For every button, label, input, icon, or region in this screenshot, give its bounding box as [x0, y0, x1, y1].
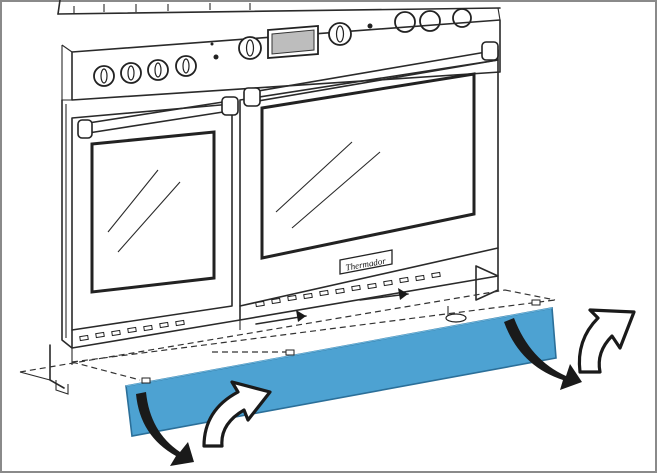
range-body-left-side: [19, 99, 73, 395]
small-oven-handle: [77, 96, 239, 139]
leveling-foot-right: [445, 306, 467, 323]
toe-kick-panel: [125, 299, 557, 437]
large-oven-door: Thermador: [239, 41, 499, 307]
rotate-arrow-left-icon: [136, 380, 272, 466]
display-screen: [267, 25, 319, 59]
range-base: [71, 247, 499, 365]
push-arrow-icon: [255, 310, 307, 325]
knob-group-left: [93, 55, 197, 87]
vent-slots-left: [79, 319, 185, 342]
brand-badge: Thermador: [339, 249, 393, 275]
small-oven-door: [71, 96, 239, 331]
alignment-lines: [19, 289, 556, 381]
push-arrow-icon-2: [359, 288, 409, 301]
vent-slots-right: [255, 271, 441, 308]
rotate-arrow-right-icon: [504, 308, 636, 390]
cooktop-top: [57, 0, 501, 33]
control-panel: [61, 7, 501, 101]
